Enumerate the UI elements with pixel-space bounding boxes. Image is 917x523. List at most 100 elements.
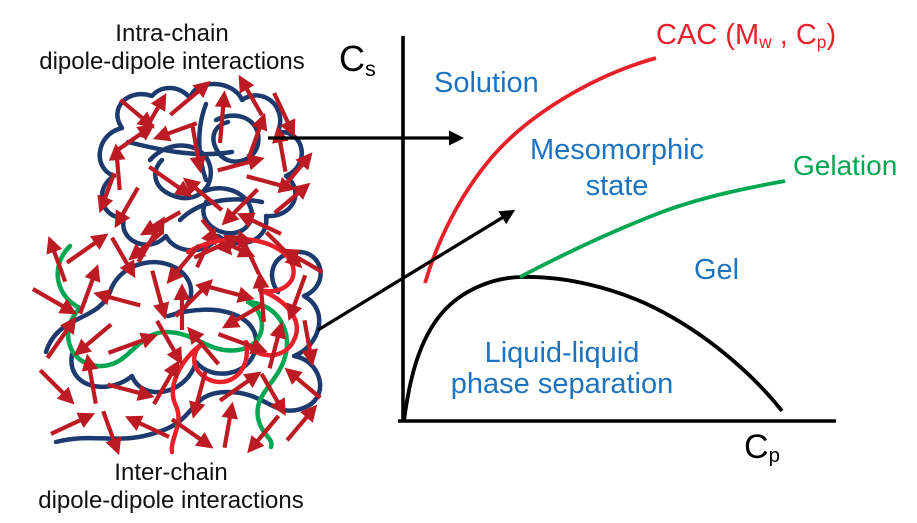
dipole-arrow-icon <box>73 322 113 356</box>
dipole-arrow-icon <box>285 404 318 442</box>
x-axis-label-base: C <box>744 428 769 466</box>
y-axis-label-sub: s <box>365 55 376 81</box>
inter-chain-illustration <box>31 216 324 456</box>
region-label-llps: Liquid-liquid phase separation <box>422 338 702 399</box>
inter-chain-navy-1 <box>43 259 259 395</box>
dipole-arrow-icon <box>217 154 265 173</box>
x-axis-label-sub: p <box>768 445 780 468</box>
dipole-arrow-icon <box>101 410 122 456</box>
dipole-arrow-icon <box>169 80 211 117</box>
dipole-arrow-icon <box>124 415 170 439</box>
dipole-arrow-icon <box>50 412 96 436</box>
dipole-arrow-icon <box>246 174 296 194</box>
dipole-arrow-icon <box>195 226 217 269</box>
dipole-arrow-icon <box>207 284 255 303</box>
inter-caption-line1: Inter-chain <box>114 459 228 486</box>
dipole-arrow-icon <box>187 326 221 366</box>
cac-curve <box>423 56 657 284</box>
cac-curve-label: CAC (Mw , Cp) <box>656 18 836 52</box>
llps-line1: Liquid-liquid <box>484 337 640 369</box>
dipole-arrow-icon <box>238 74 264 117</box>
binodal-curve <box>402 275 784 422</box>
dipole-arrow-icon <box>259 372 286 417</box>
cac-part-0: CAC (M <box>656 19 760 51</box>
dipole-arrow-icon <box>65 233 109 265</box>
region-label-gel: Gel <box>694 254 740 286</box>
inter-chain-red <box>169 236 299 455</box>
dipole-arrow-icon <box>170 417 214 449</box>
x-axis-label: Cp <box>744 427 780 467</box>
inter-dipole-arrows <box>31 216 324 456</box>
mesomorphic-line2: state <box>585 169 649 202</box>
dipole-arrow-icon <box>182 177 224 212</box>
dipole-arrow-icon <box>218 371 262 403</box>
dipole-arrow-icon <box>147 165 193 198</box>
dipole-arrow-icon <box>236 212 282 236</box>
dipole-arrow-icon <box>136 216 165 263</box>
dipole-arrow-icon <box>247 112 268 158</box>
dipole-arrow-icon <box>107 332 158 355</box>
dipole-arrow-icon <box>301 319 319 367</box>
dipole-arrow-icon <box>31 287 77 315</box>
dipole-arrow-icon <box>114 186 140 229</box>
dipole-arrow-icon <box>155 319 183 365</box>
dipole-arrow-icon <box>152 360 180 406</box>
cac-part-1: w <box>759 31 772 52</box>
dipole-arrow-icon <box>150 270 170 320</box>
llps-line2: phase separation <box>450 367 674 400</box>
dipole-arrow-icon <box>272 92 296 138</box>
inter-chain-navy-2 <box>53 249 323 445</box>
intra-chain-illustration <box>97 74 313 269</box>
dipole-arrow-icon <box>81 353 99 405</box>
gelation-curve <box>519 179 786 279</box>
dipole-arrow-icon <box>237 229 261 275</box>
dipole-arrow-icon <box>110 236 136 279</box>
dipole-arrow-icon <box>97 172 117 214</box>
region-label-solution: Solution <box>434 67 539 99</box>
intra-chain-strands <box>125 101 265 223</box>
cac-part-2: , C <box>771 19 817 51</box>
dipole-arrow-icon <box>281 248 324 274</box>
dipole-arrow-icon <box>247 414 281 454</box>
gelation-curve-label: Gelation <box>793 150 898 181</box>
cac-part-3: p <box>816 31 827 52</box>
dipole-arrow-icon <box>93 289 141 308</box>
region-label-mesomorphic: Mesomorphic state <box>497 133 737 205</box>
dipole-arrow-icon <box>286 274 308 322</box>
inter-to-diagram-arrow <box>317 209 516 332</box>
dipole-arrow-icon <box>267 321 286 369</box>
dipole-arrow-icon <box>119 98 155 129</box>
dipole-arrow-icon <box>107 382 155 401</box>
intra-caption-line1: Intra-chain <box>115 20 229 47</box>
inter-caption-line2: dipole-dipole interactions <box>38 487 304 515</box>
dipole-arrow-icon <box>214 90 232 144</box>
dipole-arrow-icon <box>78 264 101 315</box>
inter-chain-caption: Inter-chain dipole-dipole interactions <box>31 459 311 516</box>
dipole-arrow-icon <box>108 143 126 191</box>
dipole-arrow-icon <box>217 332 268 355</box>
y-axis-label: Cs <box>339 38 376 81</box>
dipole-arrow-icon <box>221 401 239 449</box>
mesomorphic-line1: Mesomorphic <box>529 134 705 166</box>
dipole-arrow-icon <box>166 243 201 285</box>
intra-chain-caption: Intra-chain dipole-dipole interactions <box>32 20 312 77</box>
dipole-arrow-icon <box>273 182 311 215</box>
dipole-arrow-icon <box>189 371 208 419</box>
dipole-arrow-icon <box>282 152 313 188</box>
intra-caption-line2: dipole-dipole interactions <box>39 48 305 76</box>
dipole-arrow-icon <box>46 235 68 283</box>
dipole-arrow-icon <box>252 271 270 323</box>
dipole-arrow-icon <box>139 210 182 236</box>
cac-part-4: ) <box>826 19 837 51</box>
dipole-arrow-icon <box>221 303 264 329</box>
dipole-arrow-icon <box>45 316 77 360</box>
phase-diagram-axes <box>398 36 836 423</box>
dipole-arrow-icon <box>152 121 198 142</box>
dipole-arrow-icon <box>284 367 322 400</box>
dipole-arrow-icon <box>221 187 260 226</box>
dipole-arrow-icon <box>189 124 207 174</box>
dipole-arrow-icon <box>193 234 242 260</box>
y-axis-label-base: C <box>339 38 365 79</box>
